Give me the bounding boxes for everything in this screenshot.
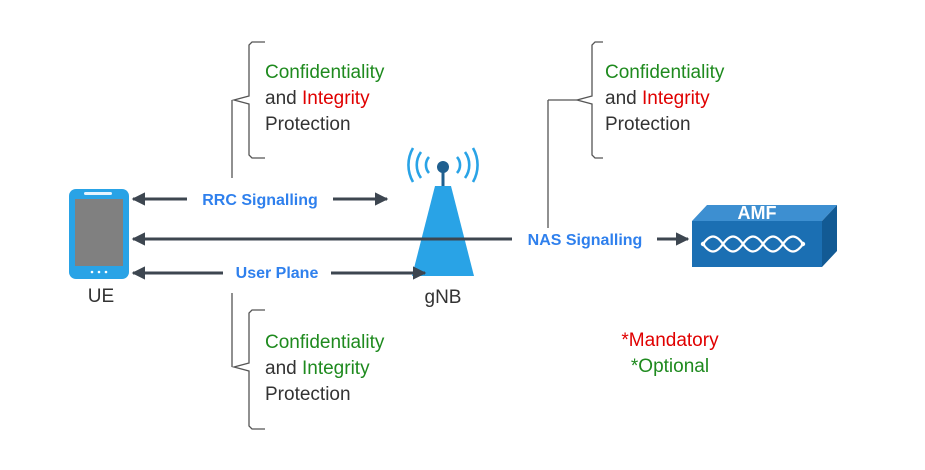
nas-signalling-label: NAS Signalling <box>528 232 643 249</box>
amf-label: AMF <box>738 203 777 223</box>
protection-label: Protection <box>265 384 351 405</box>
svg-text:Confidentiality: Confidentiality <box>265 62 385 83</box>
mobile-phone-icon <box>69 189 129 279</box>
protection-label: Protection <box>605 114 691 135</box>
amf-server-icon <box>692 205 837 267</box>
legend: *Mandatory *Optional <box>621 330 719 377</box>
integrity-label: Integrity <box>642 88 710 109</box>
and-label: and <box>605 88 637 109</box>
svg-text:and Integrity: and Integrity <box>265 88 370 109</box>
user-plane-label: User Plane <box>236 265 319 282</box>
user-plane-flow: User Plane <box>131 265 427 282</box>
svg-text:Confidentiality: Confidentiality <box>605 62 725 83</box>
nas-signalling-flow: NAS Signalling <box>131 232 690 249</box>
nas-annotation-bracket <box>547 41 603 228</box>
rrc-signalling-label: RRC Signalling <box>202 192 318 209</box>
rrc-annotation-bracket <box>231 41 265 178</box>
user-plane-protection-annotation: Confidentiality and Integrity Protection <box>265 332 385 405</box>
and-label: and <box>265 358 297 379</box>
rrc-signalling-flow: RRC Signalling <box>131 192 389 209</box>
user-plane-annotation-bracket <box>231 293 265 430</box>
svg-text:Protection: Protection <box>265 114 351 135</box>
nas-protection-annotation: Confidentiality and Integrity Protection <box>605 62 725 135</box>
integrity-label: Integrity <box>302 88 370 109</box>
svg-text:and Integrity: and Integrity <box>605 88 710 109</box>
svg-text:and Integrity: and Integrity <box>265 358 370 379</box>
legend-mandatory: *Mandatory <box>621 330 719 351</box>
rrc-protection-annotation: Confidentiality and Integrity Protection <box>265 62 385 135</box>
protection-label: Protection <box>265 114 351 135</box>
and-label: and <box>265 88 297 109</box>
integrity-label: Integrity <box>302 358 370 379</box>
ue-node: UE <box>69 189 129 307</box>
legend-optional: *Optional <box>631 356 709 377</box>
svg-text:Confidentiality: Confidentiality <box>265 332 385 353</box>
svg-text:Protection: Protection <box>605 114 691 135</box>
gnb-node: gNB <box>407 147 479 308</box>
radio-tower-icon <box>407 147 479 276</box>
svg-text:Protection: Protection <box>265 384 351 405</box>
confidentiality-label: Confidentiality <box>605 62 725 83</box>
confidentiality-label: Confidentiality <box>265 62 385 83</box>
gnb-label: gNB <box>425 287 462 308</box>
ue-label: UE <box>88 286 114 307</box>
confidentiality-label: Confidentiality <box>265 332 385 353</box>
amf-node: AMF <box>692 203 837 267</box>
